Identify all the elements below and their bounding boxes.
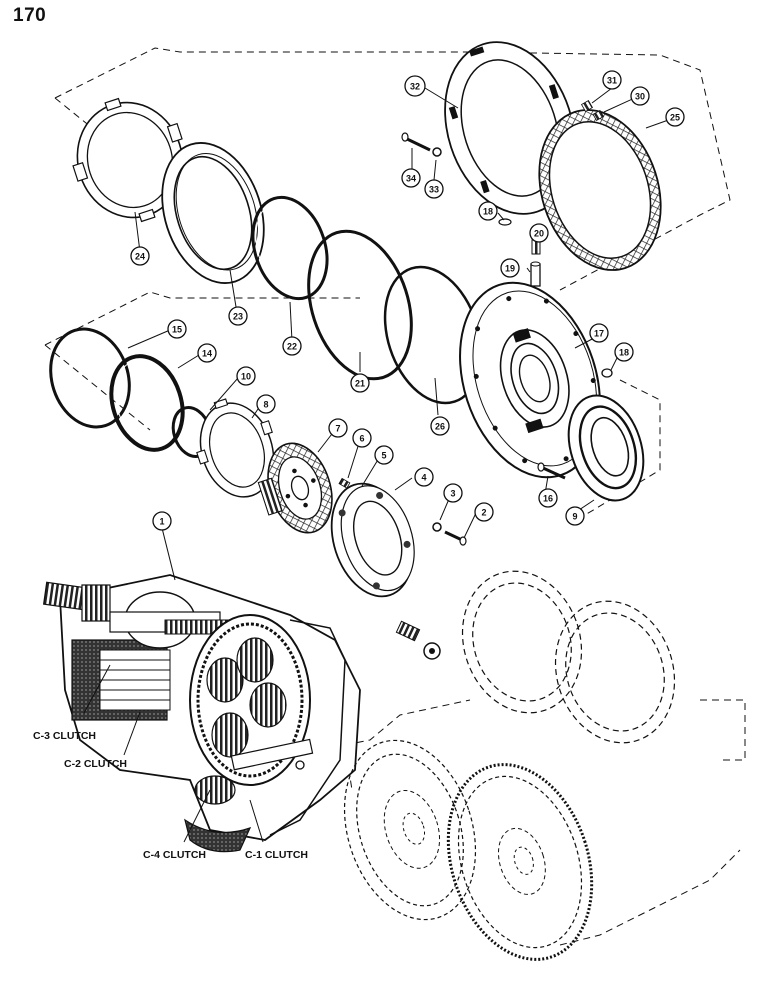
part-17-pump-body: [459, 281, 601, 479]
part-24-clutch-plate: [72, 97, 184, 223]
part-18-pin-lower: [601, 368, 613, 378]
page-number: 170: [13, 5, 47, 26]
callout-34: 34: [401, 168, 421, 188]
callout-25: 25: [665, 107, 685, 127]
callout-22: 22: [282, 336, 302, 356]
part-25-friction-disc: [538, 109, 662, 271]
svg-text:5: 5: [381, 451, 386, 461]
callout-10: 10: [236, 366, 256, 386]
part-30-spring: [592, 109, 605, 122]
callout-23: 23: [228, 306, 248, 326]
label-c3-clutch: C-3 CLUTCH: [33, 730, 96, 742]
callout-24: 24: [130, 246, 150, 266]
svg-text:2: 2: [481, 508, 486, 518]
callout-30: 30: [630, 86, 650, 106]
part-31-spring: [580, 99, 594, 113]
svg-text:25: 25: [670, 113, 680, 123]
part-34-bolt: [401, 132, 431, 152]
part-bolt-small: [395, 620, 441, 660]
part-15-seal-ring: [49, 327, 131, 429]
part-21-seal-ring: [307, 229, 413, 381]
part-6-spring: [338, 477, 351, 489]
part-2-bolt: [444, 530, 467, 546]
part-9-front-seal: [567, 394, 645, 502]
dashed-plate-1: [461, 570, 583, 714]
part-3-washer: [432, 522, 442, 532]
part-23-piston: [161, 142, 265, 284]
upper-group-outline: [54, 47, 731, 291]
part-4-retainer-plate: [330, 482, 415, 598]
part-22-seal-ring: [251, 195, 329, 301]
callout-16: 16: [538, 488, 558, 508]
callout-18-upper: 18: [478, 201, 498, 221]
lower-group-outline: [344, 699, 746, 946]
svg-text:21: 21: [355, 379, 365, 389]
svg-text:8: 8: [263, 400, 268, 410]
svg-text:4: 4: [421, 473, 426, 483]
svg-text:15: 15: [172, 325, 182, 335]
svg-text:9: 9: [572, 512, 577, 522]
svg-text:26: 26: [435, 422, 445, 432]
svg-text:19: 19: [505, 264, 515, 274]
callout-18-lower: 18: [614, 342, 634, 362]
svg-text:1: 1: [159, 517, 164, 527]
callout-9: 9: [565, 506, 585, 526]
callout-3: 3: [443, 483, 463, 503]
label-c2-clutch: C-2 CLUTCH: [64, 758, 127, 770]
svg-text:18: 18: [619, 348, 629, 358]
part-8-clutch-plate: [196, 398, 275, 498]
callout-32: 32: [404, 75, 426, 97]
callout-4: 4: [414, 467, 434, 487]
callout-1: 1: [152, 511, 172, 531]
svg-text:32: 32: [410, 82, 420, 92]
svg-text:17: 17: [594, 329, 604, 339]
callout-21: 21: [350, 373, 370, 393]
callout-2: 2: [474, 502, 494, 522]
svg-text:23: 23: [233, 312, 243, 322]
part-33-washer: [432, 147, 442, 157]
dashed-flywheel-ring-gear: [446, 763, 594, 961]
callout-26: 26: [430, 416, 450, 436]
svg-text:16: 16: [543, 494, 553, 504]
dashed-flywheel: [343, 739, 477, 921]
callout-33: 33: [424, 179, 444, 199]
part-7-gear-hub: [257, 442, 333, 534]
svg-text:24: 24: [135, 252, 145, 262]
callout-7: 7: [328, 418, 348, 438]
label-c4-clutch: C-4 CLUTCH: [143, 849, 206, 861]
svg-text:20: 20: [534, 229, 544, 239]
svg-text:18: 18: [483, 207, 493, 217]
svg-text:30: 30: [635, 92, 645, 102]
part-19-sleeve: [530, 261, 541, 287]
svg-text:6: 6: [359, 434, 364, 444]
callout-20: 20: [529, 223, 549, 243]
svg-text:14: 14: [202, 349, 212, 359]
svg-text:31: 31: [607, 76, 617, 86]
callout-14: 14: [197, 343, 217, 363]
part-14-seal-ring: [109, 354, 185, 452]
part-16-bolt: [537, 462, 566, 480]
part-1-transmission-assembly: [42, 574, 361, 853]
callout-8: 8: [256, 394, 276, 414]
label-c1-clutch: C-1 CLUTCH: [245, 849, 308, 861]
callout-15: 15: [167, 319, 187, 339]
callout-17: 17: [589, 323, 609, 343]
svg-text:22: 22: [287, 342, 297, 352]
callout-6: 6: [352, 428, 372, 448]
callout-19: 19: [500, 258, 520, 278]
svg-text:3: 3: [450, 489, 455, 499]
callout-31: 31: [602, 70, 622, 90]
svg-text:10: 10: [241, 372, 251, 382]
dashed-plate-2: [554, 600, 676, 744]
svg-text:34: 34: [406, 174, 416, 184]
callout-5: 5: [374, 445, 394, 465]
part-18-pin-upper: [498, 218, 512, 226]
svg-text:33: 33: [429, 185, 439, 195]
svg-text:7: 7: [335, 424, 340, 434]
